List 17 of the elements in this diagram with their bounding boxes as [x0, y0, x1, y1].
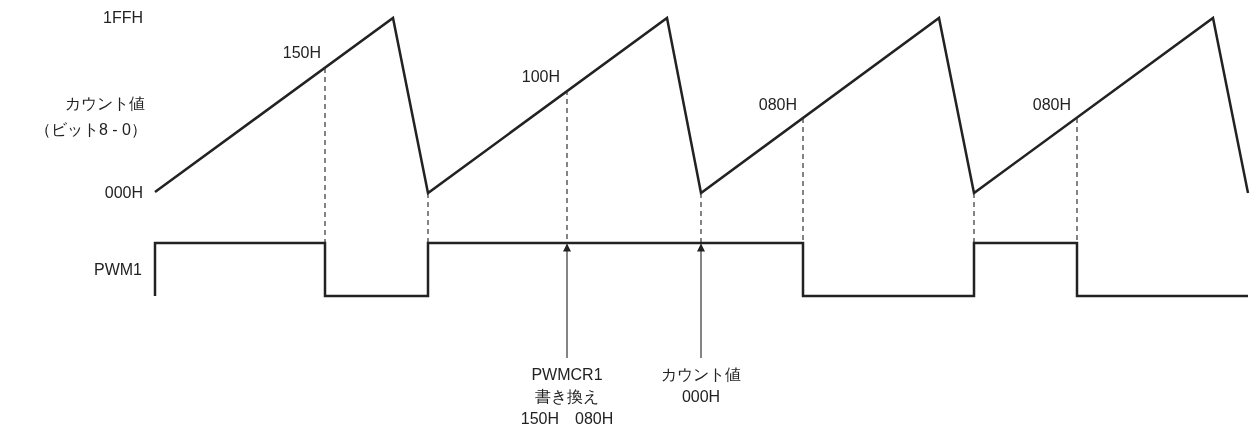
value-label: 150H	[282, 43, 321, 63]
leader-arrow	[563, 243, 571, 359]
axis-label: （ビット8 - 0）	[35, 120, 147, 140]
value-label: 080H	[758, 95, 797, 115]
signal-name: PWM1	[94, 260, 142, 280]
annotation-text: 書き換え	[534, 387, 600, 407]
axis-label: 000H	[104, 183, 143, 203]
value-label: 080H	[1032, 95, 1071, 115]
annotation-text: 150H 080H	[519, 409, 615, 429]
leader-arrow	[697, 243, 705, 359]
pwm-waveform	[153, 241, 1248, 298]
value-label: 100H	[521, 67, 560, 87]
annotation-text: カウント値	[660, 365, 742, 385]
annotation-text: 000H	[680, 387, 722, 407]
axis-label: 1FFH	[103, 8, 143, 28]
annotation-text: PWMCR1	[530, 365, 604, 385]
axis-label: カウント値	[65, 94, 145, 114]
